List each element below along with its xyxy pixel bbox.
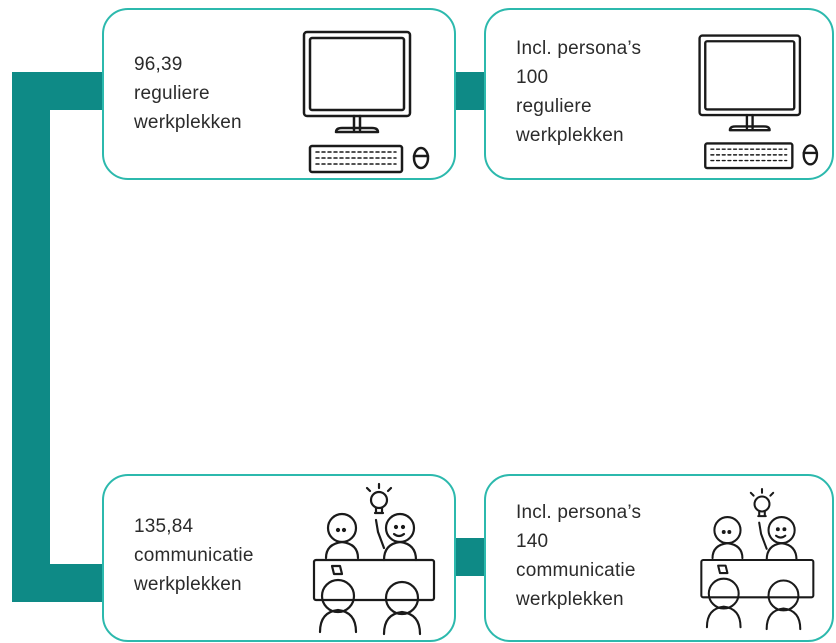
card-line: 100 bbox=[516, 67, 549, 88]
card-line: Incl. persona’s bbox=[516, 502, 642, 523]
card-line: communicatie bbox=[134, 545, 254, 566]
card-regular-workplaces: 96,39 reguliere werkplekken bbox=[102, 8, 456, 180]
card-line: 96,39 bbox=[134, 54, 183, 75]
card-text: Incl. persona’s 140 communicatie werkple… bbox=[516, 498, 641, 614]
bracket-connector-bottom-arm bbox=[12, 564, 108, 602]
bracket-connector-vertical bbox=[12, 72, 50, 602]
card-communication-workplaces: 135,84 communicatie werkplekken bbox=[102, 474, 456, 642]
meeting-table-icon bbox=[304, 480, 454, 640]
card-regular-workplaces-incl-personas: Incl. persona’s 100 reguliere werkplekke… bbox=[484, 8, 834, 180]
bracket-connector-top-arm bbox=[12, 72, 108, 110]
connector-top-cards bbox=[452, 72, 488, 110]
connector-bottom-cards bbox=[452, 538, 488, 576]
card-text: 135,84 communicatie werkplekken bbox=[134, 512, 254, 599]
card-line: 135,84 bbox=[134, 516, 194, 537]
desktop-computer-icon bbox=[692, 24, 834, 174]
card-text: Incl. persona’s 100 reguliere werkplekke… bbox=[516, 34, 641, 150]
card-line: reguliere bbox=[134, 83, 210, 104]
card-line: werkplekken bbox=[516, 125, 624, 146]
card-line: werkplekken bbox=[516, 589, 624, 610]
card-line: Incl. persona’s bbox=[516, 38, 642, 59]
card-line: communicatie bbox=[516, 560, 636, 581]
card-line: reguliere bbox=[516, 96, 592, 117]
card-line: 140 bbox=[516, 531, 549, 552]
card-text: 96,39 reguliere werkplekken bbox=[134, 50, 242, 137]
card-line: werkplekken bbox=[134, 112, 242, 133]
card-communication-workplaces-incl-personas: Incl. persona’s 140 communicatie werkple… bbox=[484, 474, 834, 642]
meeting-table-icon bbox=[692, 480, 832, 640]
card-line: werkplekken bbox=[134, 574, 242, 595]
desktop-computer-icon bbox=[296, 24, 446, 174]
